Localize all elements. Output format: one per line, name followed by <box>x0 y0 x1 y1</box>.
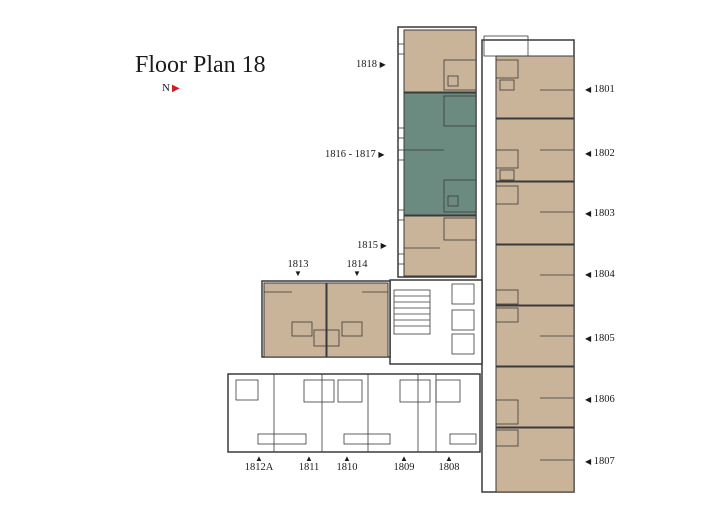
arrow-left-icon: ◀ <box>585 149 592 158</box>
south-block-interior <box>235 374 477 452</box>
east-wing-interior <box>483 35 574 461</box>
west-block <box>261 280 391 358</box>
page-title: Floor Plan 18 <box>135 52 266 78</box>
unit-label-1811[interactable]: ▲ 1811 <box>296 454 322 473</box>
unit-1801[interactable] <box>495 55 575 119</box>
core-outline <box>389 279 483 365</box>
arrow-left-icon: ◀ <box>585 334 592 343</box>
unit-label-1816-1817[interactable]: 1816 - 1817 ▶ <box>325 149 385 160</box>
north-indicator: N▶ <box>162 82 180 94</box>
arrow-up-icon: ▲ <box>400 454 408 463</box>
building-core <box>389 279 483 365</box>
east-wing <box>481 35 575 493</box>
unit-1818[interactable] <box>403 29 477 93</box>
unit-label-1805[interactable]: ◀ 1805 <box>585 333 615 344</box>
unit-1816-1817[interactable] <box>403 92 477 216</box>
unit-label-1815[interactable]: 1815 ▶ <box>357 240 387 251</box>
elevator-icon <box>451 283 475 355</box>
unit-1815[interactable] <box>403 215 477 277</box>
unit-label-1807[interactable]: ◀ 1807 <box>585 456 615 467</box>
arrow-up-icon: ▲ <box>445 454 453 463</box>
unit-label-1812A[interactable]: ▲ 1812A <box>242 454 276 473</box>
unit-1806[interactable] <box>495 366 575 428</box>
unit-1803[interactable] <box>495 181 575 245</box>
north-wing-interior <box>397 43 477 265</box>
arrow-left-icon: ◀ <box>585 209 592 218</box>
unit-label-1803[interactable]: ◀ 1803 <box>585 208 615 219</box>
arrow-left-icon: ◀ <box>585 395 592 404</box>
unit-label-1818[interactable]: 1818 ▶ <box>356 59 386 70</box>
arrow-left-icon: ◀ <box>585 270 592 279</box>
unit-label-1806[interactable]: ◀ 1806 <box>585 394 615 405</box>
arrow-left-icon: ◀ <box>585 457 592 466</box>
north-wing <box>397 26 477 278</box>
unit-label-1804[interactable]: ◀ 1804 <box>585 269 615 280</box>
arrow-right-icon: ▶ <box>380 241 387 250</box>
arrow-up-icon: ▲ <box>343 454 351 463</box>
unit-label-1802[interactable]: ◀ 1802 <box>585 148 615 159</box>
arrow-down-icon: ▼ <box>294 269 302 278</box>
south-block <box>227 373 481 453</box>
unit-label-1801[interactable]: ◀ 1801 <box>585 84 615 95</box>
arrow-right-icon: ▶ <box>379 60 386 69</box>
arrow-right-icon: ▶ <box>378 150 385 159</box>
arrow-up-icon: ▲ <box>305 454 313 463</box>
north-label: N <box>162 82 170 94</box>
south-block-outline <box>227 373 481 453</box>
unit-label-1814[interactable]: 1814 ▼ <box>346 259 368 278</box>
stairs-icon <box>393 289 431 335</box>
west-block-interior <box>264 291 388 347</box>
unit-1813[interactable] <box>263 282 327 358</box>
unit-label-1808[interactable]: ▲ 1808 <box>436 454 462 473</box>
unit-label-1809[interactable]: ▲ 1809 <box>391 454 417 473</box>
unit-1814[interactable] <box>326 282 389 358</box>
arrow-down-icon: ▼ <box>353 269 361 278</box>
unit-label-1813[interactable]: 1813 ▼ <box>287 259 309 278</box>
arrow-up-icon: ▲ <box>255 454 263 463</box>
north-arrow-icon: ▶ <box>171 83 180 94</box>
arrow-left-icon: ◀ <box>585 85 592 94</box>
unit-label-1810[interactable]: ▲ 1810 <box>334 454 360 473</box>
